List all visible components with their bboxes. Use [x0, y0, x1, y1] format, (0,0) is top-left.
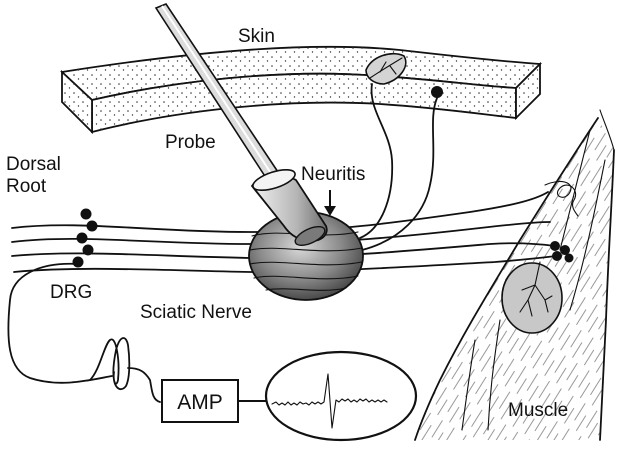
skin-layer	[62, 47, 540, 132]
neuritis-arrow	[324, 190, 336, 216]
skin-nerve-ending-dot	[431, 86, 443, 98]
muscle-label: Muscle	[508, 400, 568, 421]
dorsal-root-label-line1: Dorsal	[6, 154, 61, 175]
electrode-lead	[128, 368, 160, 402]
drg-cell-bodies	[73, 209, 98, 268]
muscle-receptor	[502, 262, 562, 333]
neuritis-label: Neuritis	[301, 164, 365, 185]
skin-label: Skin	[238, 26, 275, 47]
skin-fiber-2	[362, 98, 437, 250]
electrode-coil	[90, 338, 129, 389]
drg-label: DRG	[50, 282, 92, 303]
dorsal-root-label-line2: Root	[6, 176, 47, 197]
probe-label: Probe	[165, 132, 216, 153]
oscilloscope-display	[266, 352, 416, 440]
skin-fiber-1	[360, 84, 392, 238]
sciatic-nerve-label: Sciatic Nerve	[140, 302, 252, 323]
amp-label: AMP	[177, 391, 223, 414]
